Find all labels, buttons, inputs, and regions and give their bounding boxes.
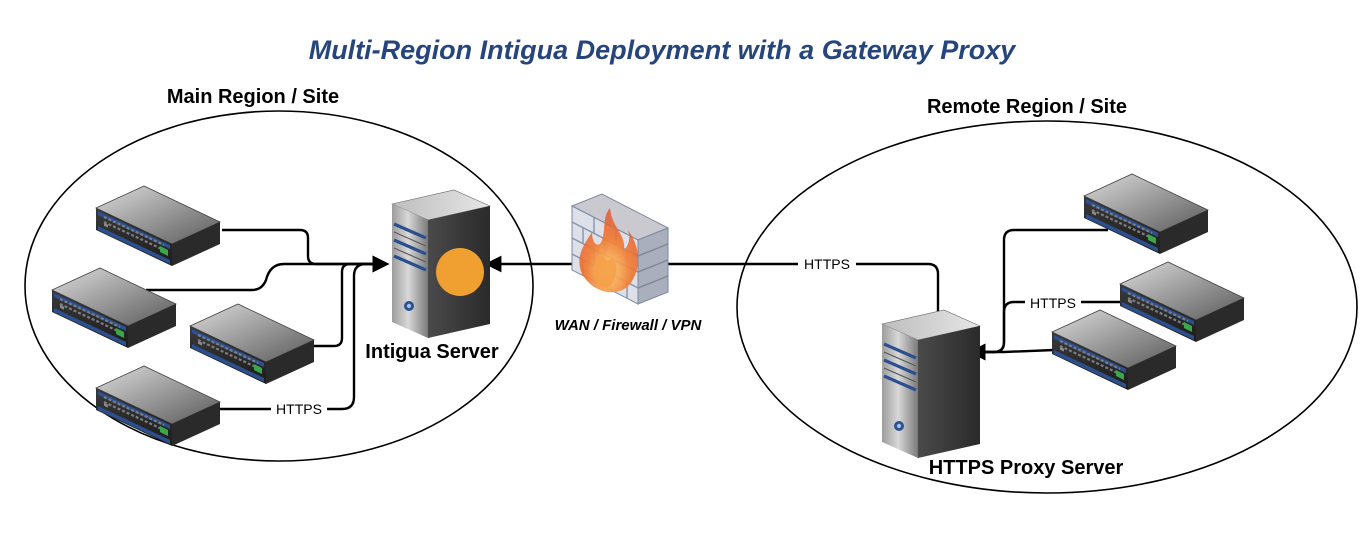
main-region-label: Main Region / Site (167, 86, 339, 108)
link-client-3 (312, 255, 390, 348)
main-link-label-bg (271, 400, 327, 418)
wan-https-label: HTTPS (804, 256, 850, 272)
link-wan-proxy (484, 255, 940, 320)
link-client-4 (218, 255, 390, 411)
link-client-2 (146, 255, 390, 292)
remote-region-boundary (736, 120, 1358, 494)
server-tower-icon (880, 308, 982, 460)
remote-region-connections (968, 228, 1122, 361)
proxy-server-label: HTTPS Proxy Server (929, 457, 1124, 479)
intigua-server-label: Intigua Server (365, 341, 499, 363)
network-switch-icon (94, 364, 222, 448)
https-proxy-server (880, 308, 982, 460)
network-switch-icon (50, 266, 178, 350)
intigua-server (390, 188, 492, 340)
remote-region-label: Remote Region / Site (927, 96, 1127, 118)
main-region-boundary (24, 110, 534, 462)
link-remote-client-3 (968, 343, 1055, 361)
network-switch-icon (188, 302, 316, 386)
diagram-title: Multi-Region Intigua Deployment with a G… (309, 35, 1018, 65)
intigua-logo-icon (436, 248, 484, 296)
link-client-1 (222, 228, 390, 273)
firewall-icon (571, 193, 669, 305)
wan-firewall-label: WAN / Firewall / VPN (555, 317, 703, 334)
network-switch-icon (1082, 172, 1210, 256)
remote-link-label-bg (1025, 294, 1081, 312)
network-switch-icon (94, 184, 222, 268)
main-region-connections (146, 228, 390, 411)
wan-link-label-bg (798, 255, 856, 273)
main-https-label: HTTPS (276, 401, 322, 417)
remote-https-label: HTTPS (1030, 295, 1076, 311)
